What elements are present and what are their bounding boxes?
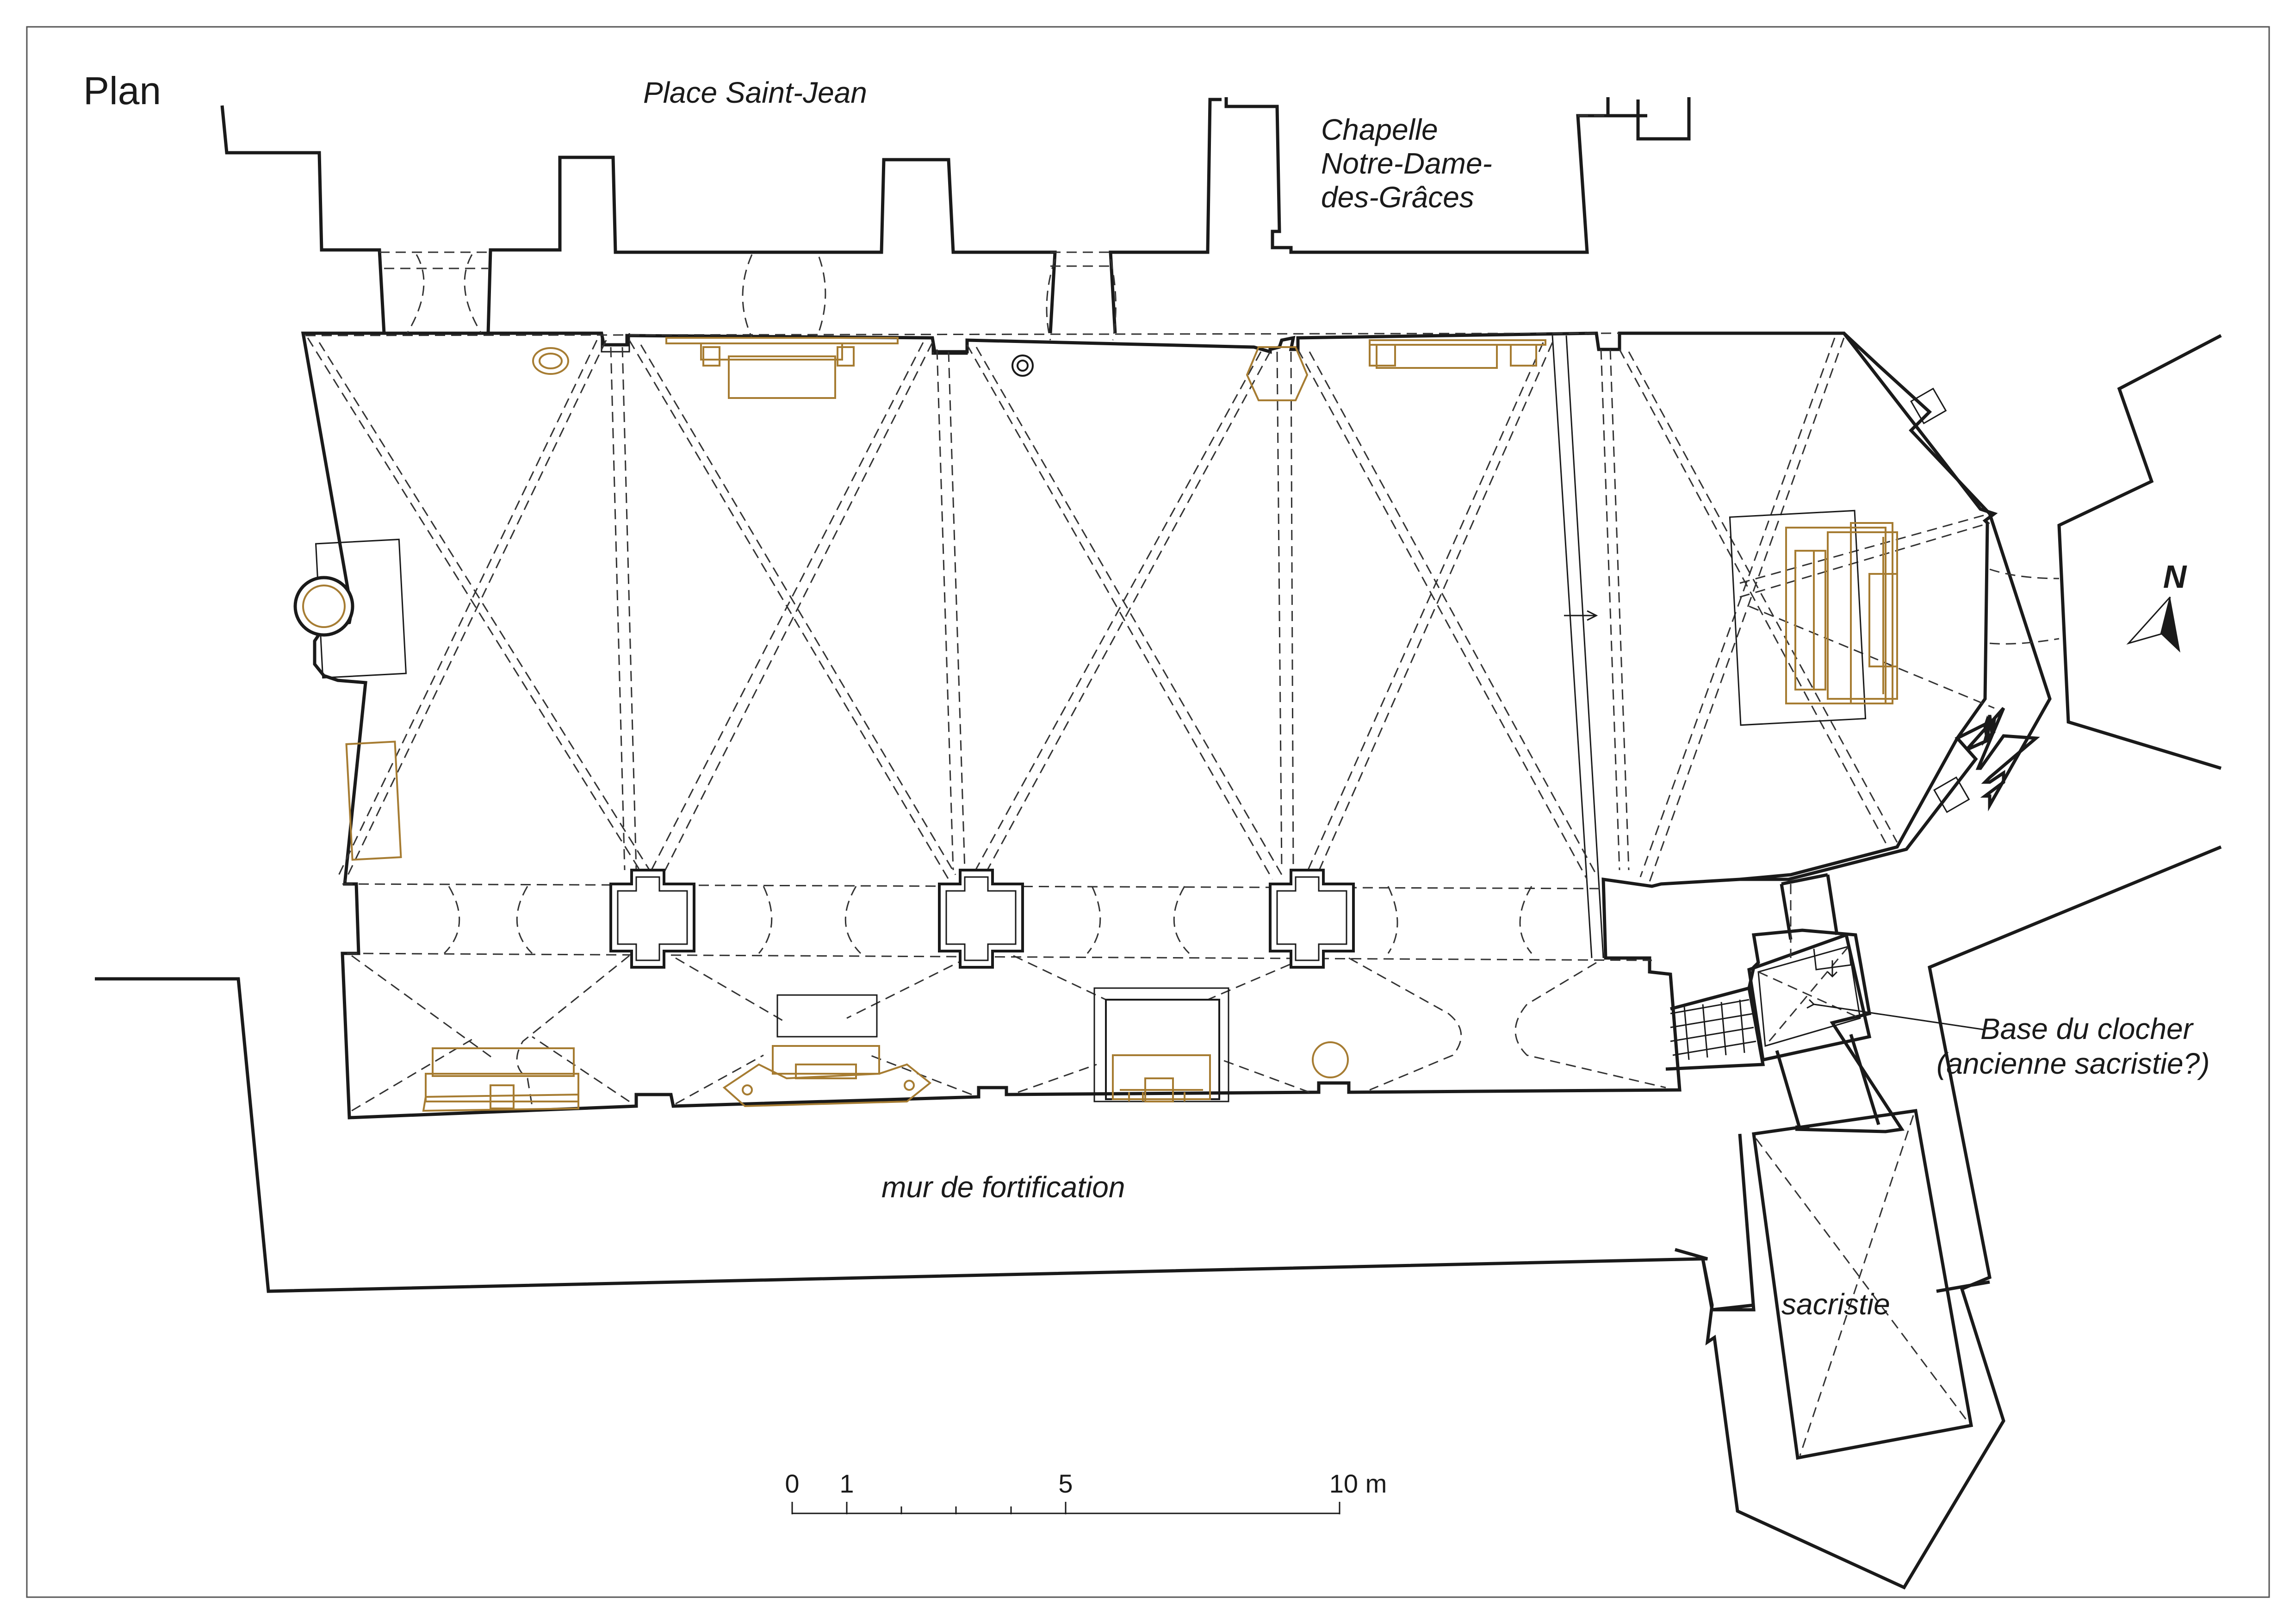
pillar-3 xyxy=(1269,869,1355,969)
tower-body xyxy=(1747,933,1872,1062)
label-tower-1: Base du clocher xyxy=(1980,1012,2194,1045)
west-stand xyxy=(345,740,402,861)
north-pier-notch-1 xyxy=(601,333,630,353)
tower-leader-arrow xyxy=(1806,999,1815,1009)
scale-tick-1: 1 xyxy=(839,1469,854,1498)
label-place-saint-jean: Place Saint-Jean xyxy=(643,76,867,109)
label-fortification: mur de fortification xyxy=(881,1170,1125,1204)
choir-arrow xyxy=(1564,610,1598,621)
pillar-3-inner xyxy=(1276,876,1347,961)
pulpit xyxy=(1246,346,1309,401)
tower-link xyxy=(1775,873,1880,1131)
high-altar-frame xyxy=(1729,510,1867,726)
north-letter: N xyxy=(2163,559,2187,595)
north-arrow-dark xyxy=(2161,597,2180,653)
north-arrow: N xyxy=(2126,559,2187,653)
tower-stair xyxy=(1670,999,1756,1060)
label-chapel-2: Notre-Dame- xyxy=(1321,147,1492,180)
choir-buttress-south xyxy=(1933,776,1970,813)
north-pier-notch-2 xyxy=(931,338,968,355)
plan-title: Plan xyxy=(83,69,161,112)
font-north-1 xyxy=(532,347,569,375)
north-street-wall xyxy=(220,98,1222,334)
west-font-inner xyxy=(302,585,346,628)
nave-walls xyxy=(301,331,2052,1120)
pillar-2-inner xyxy=(945,876,1017,961)
label-chapel-3: des-Grâces xyxy=(1321,180,1474,214)
scale-tick-0: 0 xyxy=(785,1469,799,1498)
choir-buttress-north xyxy=(1910,387,1947,424)
font-north-3 xyxy=(1011,355,1034,377)
scale-bar: 0 1 5 10 m xyxy=(785,1469,1387,1514)
pillar-2 xyxy=(938,869,1024,969)
scale-tick-10: 10 m xyxy=(1329,1469,1387,1498)
fortification-wall xyxy=(95,977,1756,1312)
font-south xyxy=(1312,1041,1349,1078)
chapel-walls xyxy=(1224,97,1691,254)
sacristy-outer xyxy=(1712,1280,1990,1312)
altar-south-2 xyxy=(776,994,878,1038)
tower-vault xyxy=(1758,884,1861,1046)
label-tower-2: (ancienne sacristie?) xyxy=(1936,1047,2210,1080)
vault-ribs xyxy=(305,251,2060,1112)
label-chapel-1: Chapelle xyxy=(1321,113,1438,146)
tower-inner xyxy=(1757,946,1861,1047)
sacristy-walls xyxy=(1752,1109,1973,1460)
tower-leader-line xyxy=(1813,1003,1986,1031)
tower-walls xyxy=(1665,928,1905,1133)
high-altar xyxy=(1785,527,1886,704)
scale-tick-5: 5 xyxy=(1058,1469,1073,1498)
label-sacristy: sacristie xyxy=(1781,1288,1890,1321)
sacristy-vault xyxy=(1755,1115,1970,1456)
pillar-1 xyxy=(609,869,695,969)
furniture xyxy=(345,337,1898,1112)
altar-south-3 xyxy=(1093,987,1229,1102)
page-frame xyxy=(26,26,2270,1598)
pillar-1-inner xyxy=(617,876,688,961)
tower-hatch xyxy=(1813,946,1852,978)
north-arrow-light xyxy=(2126,596,2171,645)
choir-step-line-2 xyxy=(1565,335,1604,958)
altar-south-1 xyxy=(432,1047,575,1077)
east-neighbour-wall xyxy=(2057,334,2222,770)
apse-walls xyxy=(1620,331,1998,881)
